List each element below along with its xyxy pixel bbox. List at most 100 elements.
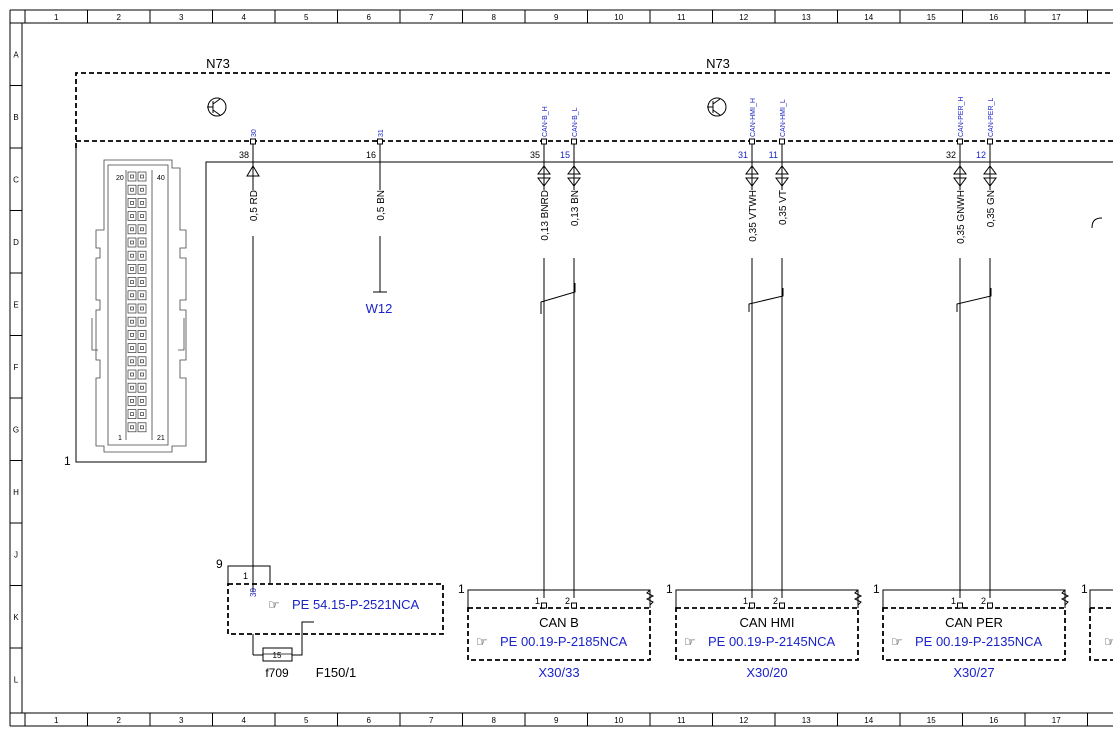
row-label: J bbox=[14, 550, 18, 559]
can-block-name: CAN PER bbox=[945, 615, 1003, 630]
wire: 0,5 BN bbox=[376, 162, 387, 237]
shield-break-icon bbox=[1060, 589, 1070, 606]
column-label: 5 bbox=[304, 13, 309, 22]
row-label: G bbox=[13, 425, 19, 434]
can-block-tag: 1 bbox=[666, 582, 673, 596]
can-connector-label[interactable]: X30/20 bbox=[746, 665, 787, 680]
module-label: N73 bbox=[706, 56, 730, 71]
connector-cell bbox=[127, 409, 137, 419]
connector-cell bbox=[137, 369, 147, 380]
pin-number: 38 bbox=[239, 150, 249, 160]
connector-cell-dot bbox=[140, 293, 144, 298]
column-label: 9 bbox=[554, 716, 559, 725]
connector-cell-dot bbox=[140, 253, 144, 258]
connector-cell bbox=[137, 396, 147, 406]
connector-cell-dot bbox=[140, 425, 144, 430]
pin-contact bbox=[957, 602, 963, 609]
pin-contact bbox=[377, 138, 383, 145]
twisted-pair-mark bbox=[540, 283, 992, 314]
connector-cell bbox=[137, 224, 147, 235]
connector-cell-dot bbox=[130, 240, 134, 245]
column-label: 6 bbox=[367, 13, 372, 22]
wire: 0,13 BN bbox=[567, 162, 581, 598]
can-pin-number: 1 bbox=[535, 596, 540, 606]
pin-signal-tag: CAN-HMI_L bbox=[780, 99, 787, 137]
can-pin-number: 1 bbox=[743, 596, 748, 606]
connector-pin-label: 20 bbox=[116, 175, 124, 182]
column-label: 13 bbox=[802, 716, 811, 725]
can-connector-label[interactable]: X30/27 bbox=[953, 665, 994, 680]
connector-cell-dot bbox=[140, 372, 144, 377]
fuse-block-reference[interactable]: PE 54.15-P-2521NCA bbox=[292, 597, 420, 612]
pin-12: CAN-PER_L12 bbox=[976, 98, 995, 162]
column-label: 14 bbox=[864, 13, 873, 22]
shield-break-icon bbox=[645, 589, 655, 606]
connector-cell-dot bbox=[140, 385, 144, 390]
fuse-pin-number: 1 bbox=[243, 571, 248, 581]
connector-cell-dot bbox=[140, 412, 144, 416]
fuse-block-tag: 9 bbox=[216, 557, 223, 571]
can-block-reference[interactable]: PE 00.19-P-2145NCA bbox=[708, 634, 836, 649]
connector-cell bbox=[137, 198, 147, 208]
column-labels: 1122334455667788991010111112121313141415… bbox=[54, 13, 1061, 725]
shield-break-icon bbox=[853, 589, 863, 606]
row-label: E bbox=[13, 300, 18, 309]
connector-cell bbox=[137, 343, 147, 353]
connector-cell bbox=[127, 303, 137, 314]
connector-cell-dot bbox=[140, 201, 144, 205]
pin-signal-tag: CAN-PER_L bbox=[988, 98, 995, 137]
pin-contact bbox=[779, 138, 785, 145]
hand-pointer-icon: ☞ bbox=[1104, 634, 1113, 649]
bidirectional-arrow-icon bbox=[745, 165, 759, 187]
connector-cell-dot bbox=[130, 372, 134, 377]
column-label: 16 bbox=[989, 716, 998, 725]
connector-cell bbox=[137, 303, 147, 314]
connector-cell bbox=[137, 330, 147, 340]
can-block-reference[interactable]: PE 00.19-P-2185NCA bbox=[500, 634, 628, 649]
can-pin-number: 2 bbox=[981, 596, 986, 606]
wire: 0,35 VT bbox=[775, 162, 789, 598]
connector-cell-dot bbox=[130, 280, 134, 284]
pin-signal-tag: 31 bbox=[378, 129, 385, 137]
pin-contact bbox=[957, 138, 963, 145]
pin-31: CAN-HMI_H31 bbox=[738, 98, 757, 162]
frame-border bbox=[9, 9, 1113, 727]
connector-cell bbox=[137, 290, 147, 301]
connector-cell bbox=[127, 356, 137, 367]
wire-label: 0,35 VTWH bbox=[748, 190, 759, 242]
hand-pointer-icon: ☞ bbox=[476, 634, 488, 649]
connector-cell bbox=[127, 277, 137, 287]
connector-cell-dot bbox=[130, 333, 134, 337]
connector-cell bbox=[127, 237, 137, 248]
can-block-reference[interactable]: PE 00.19-P-2135NCA bbox=[915, 634, 1043, 649]
pin-number: 35 bbox=[530, 150, 540, 160]
connector-cell-dot bbox=[130, 306, 134, 311]
connector-cell bbox=[127, 211, 137, 221]
connector-cell bbox=[137, 184, 147, 195]
row-label: C bbox=[13, 175, 19, 184]
pin-contact bbox=[250, 138, 256, 145]
can-connector-label[interactable]: X30/33 bbox=[538, 665, 579, 680]
pin-contact bbox=[749, 602, 755, 609]
pin-number: 11 bbox=[769, 150, 778, 160]
can-block-housing bbox=[675, 589, 859, 608]
column-label: 7 bbox=[429, 716, 434, 725]
fuse-block bbox=[227, 565, 444, 662]
can-block-frame bbox=[467, 607, 651, 661]
bidirectional-arrow-icon bbox=[953, 165, 967, 187]
column-label: 2 bbox=[117, 716, 122, 725]
pin-number: 31 bbox=[738, 150, 748, 160]
row-label: H bbox=[13, 488, 19, 497]
can-block-housing bbox=[882, 589, 1066, 608]
connector-cell bbox=[127, 171, 137, 182]
connector-cell-dot bbox=[130, 267, 134, 271]
connector-drawing bbox=[91, 159, 187, 453]
column-ticks bbox=[24, 10, 1088, 726]
connector-cell bbox=[127, 184, 137, 195]
column-label: 3 bbox=[179, 13, 184, 22]
pin-signal-tag: CAN-B_H bbox=[542, 106, 549, 137]
